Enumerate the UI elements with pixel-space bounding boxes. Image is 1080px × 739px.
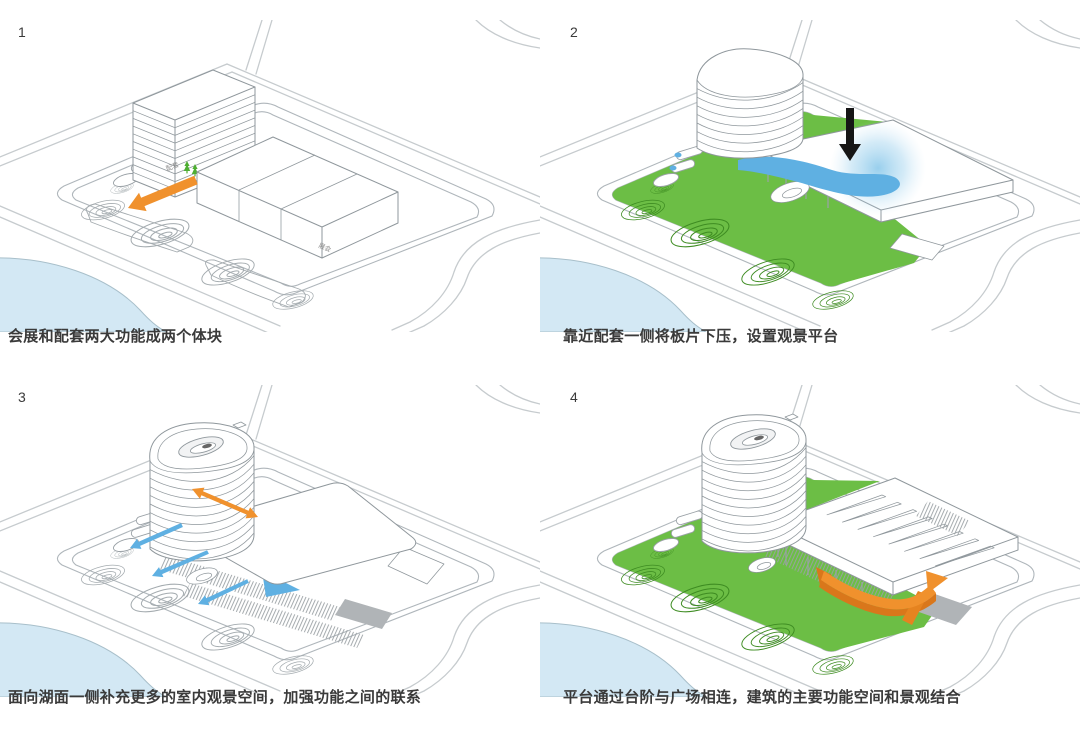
landscape-green xyxy=(612,111,928,287)
water-platform xyxy=(738,156,900,197)
east-apron xyxy=(387,546,445,585)
dropoff-loop xyxy=(770,181,810,203)
support-tower xyxy=(701,413,807,554)
panel-3: 3 xyxy=(0,369,540,739)
press-down-arrow-icon xyxy=(839,108,861,161)
diagram-1: 配套 展会 xyxy=(0,20,540,332)
panel-2-number: 2 xyxy=(570,24,578,40)
diagram-2 xyxy=(540,20,1080,332)
diagram-3 xyxy=(0,385,540,697)
panel-1-number: 1 xyxy=(18,24,26,40)
diagram-4 xyxy=(540,385,1080,697)
plaza-patch xyxy=(335,599,392,629)
panel-2: 2 xyxy=(540,0,1080,369)
dropoff-loop xyxy=(748,557,776,573)
road-stub xyxy=(889,233,945,261)
roof-hatch xyxy=(916,501,970,536)
panel-1-caption: 会展和配套两大功能成两个体块 xyxy=(8,328,223,345)
panel-4-number: 4 xyxy=(570,389,578,405)
exhibition-hall xyxy=(196,136,399,259)
view-arrows xyxy=(130,523,249,606)
panel-3-caption: 面向湖面一侧补充更多的室内观景空间，加强功能之间的联系 xyxy=(8,689,422,706)
terrace-steps xyxy=(183,583,364,648)
panel-2-caption: 靠近配套一侧将板片下压，设置观景平台 xyxy=(563,328,839,345)
panel-4-caption: 平台通过台阶与广场相连，建筑的主要功能空间和景观结合 xyxy=(563,689,961,706)
support-tower xyxy=(696,48,804,159)
panel-3-number: 3 xyxy=(18,389,26,405)
panel-4: 4 xyxy=(540,369,1080,739)
stair-ribbon xyxy=(816,567,948,625)
panel-1: 1 xyxy=(0,0,540,369)
link-arrow-icon xyxy=(192,487,258,519)
dropoff-loop xyxy=(186,567,218,585)
platform-glow xyxy=(830,120,926,216)
lakeward-arrow-icon xyxy=(128,175,198,212)
main-building xyxy=(769,477,1019,596)
roof-fins xyxy=(826,494,995,567)
